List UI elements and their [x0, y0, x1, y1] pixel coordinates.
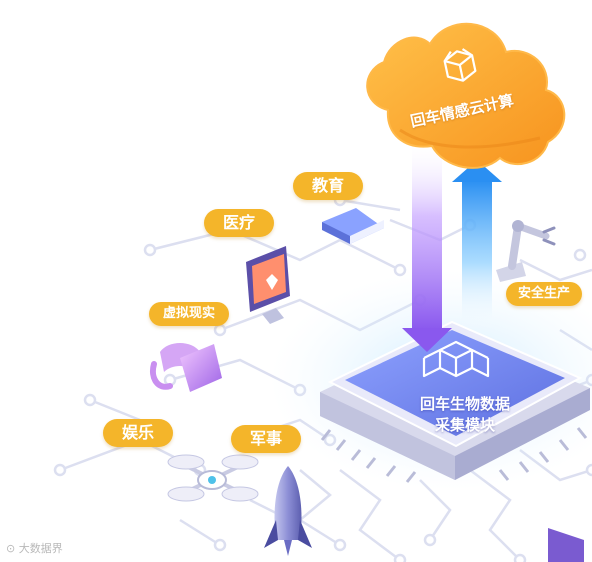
chip-label: 回车生物数据 采集模块: [400, 394, 530, 436]
download-arrow: [402, 140, 452, 352]
label-vr: 虚拟现实: [149, 302, 229, 326]
robot-arm-icon: [496, 220, 556, 282]
label-military: 军事: [231, 425, 301, 453]
watermark-text: 大数据界: [18, 542, 63, 555]
chip-label-line1: 回车生物数据: [419, 395, 510, 413]
cloud-box-icon: [443, 48, 477, 82]
label-education: 教育: [293, 172, 363, 200]
watermark-logo-icon: ⊙: [6, 542, 16, 555]
upload-arrow: [452, 160, 502, 330]
vr-headset-icon: [150, 343, 222, 392]
book-icon: [322, 208, 384, 244]
chip-box-icon: [422, 340, 490, 378]
device-corner-icon: [548, 528, 584, 562]
drone-icon: [167, 454, 259, 502]
label-safety: 安全生产: [506, 282, 582, 306]
rocket-icon: [264, 466, 312, 556]
cloud: [366, 22, 566, 169]
watermark: ⊙ 大数据界: [6, 540, 63, 556]
chip-label-line2: 采集模块: [434, 416, 495, 434]
label-entertainment: 娱乐: [103, 419, 173, 447]
label-medical: 医疗: [204, 209, 274, 237]
chip-module: [320, 320, 590, 483]
monitor-medical-icon: [246, 246, 290, 324]
